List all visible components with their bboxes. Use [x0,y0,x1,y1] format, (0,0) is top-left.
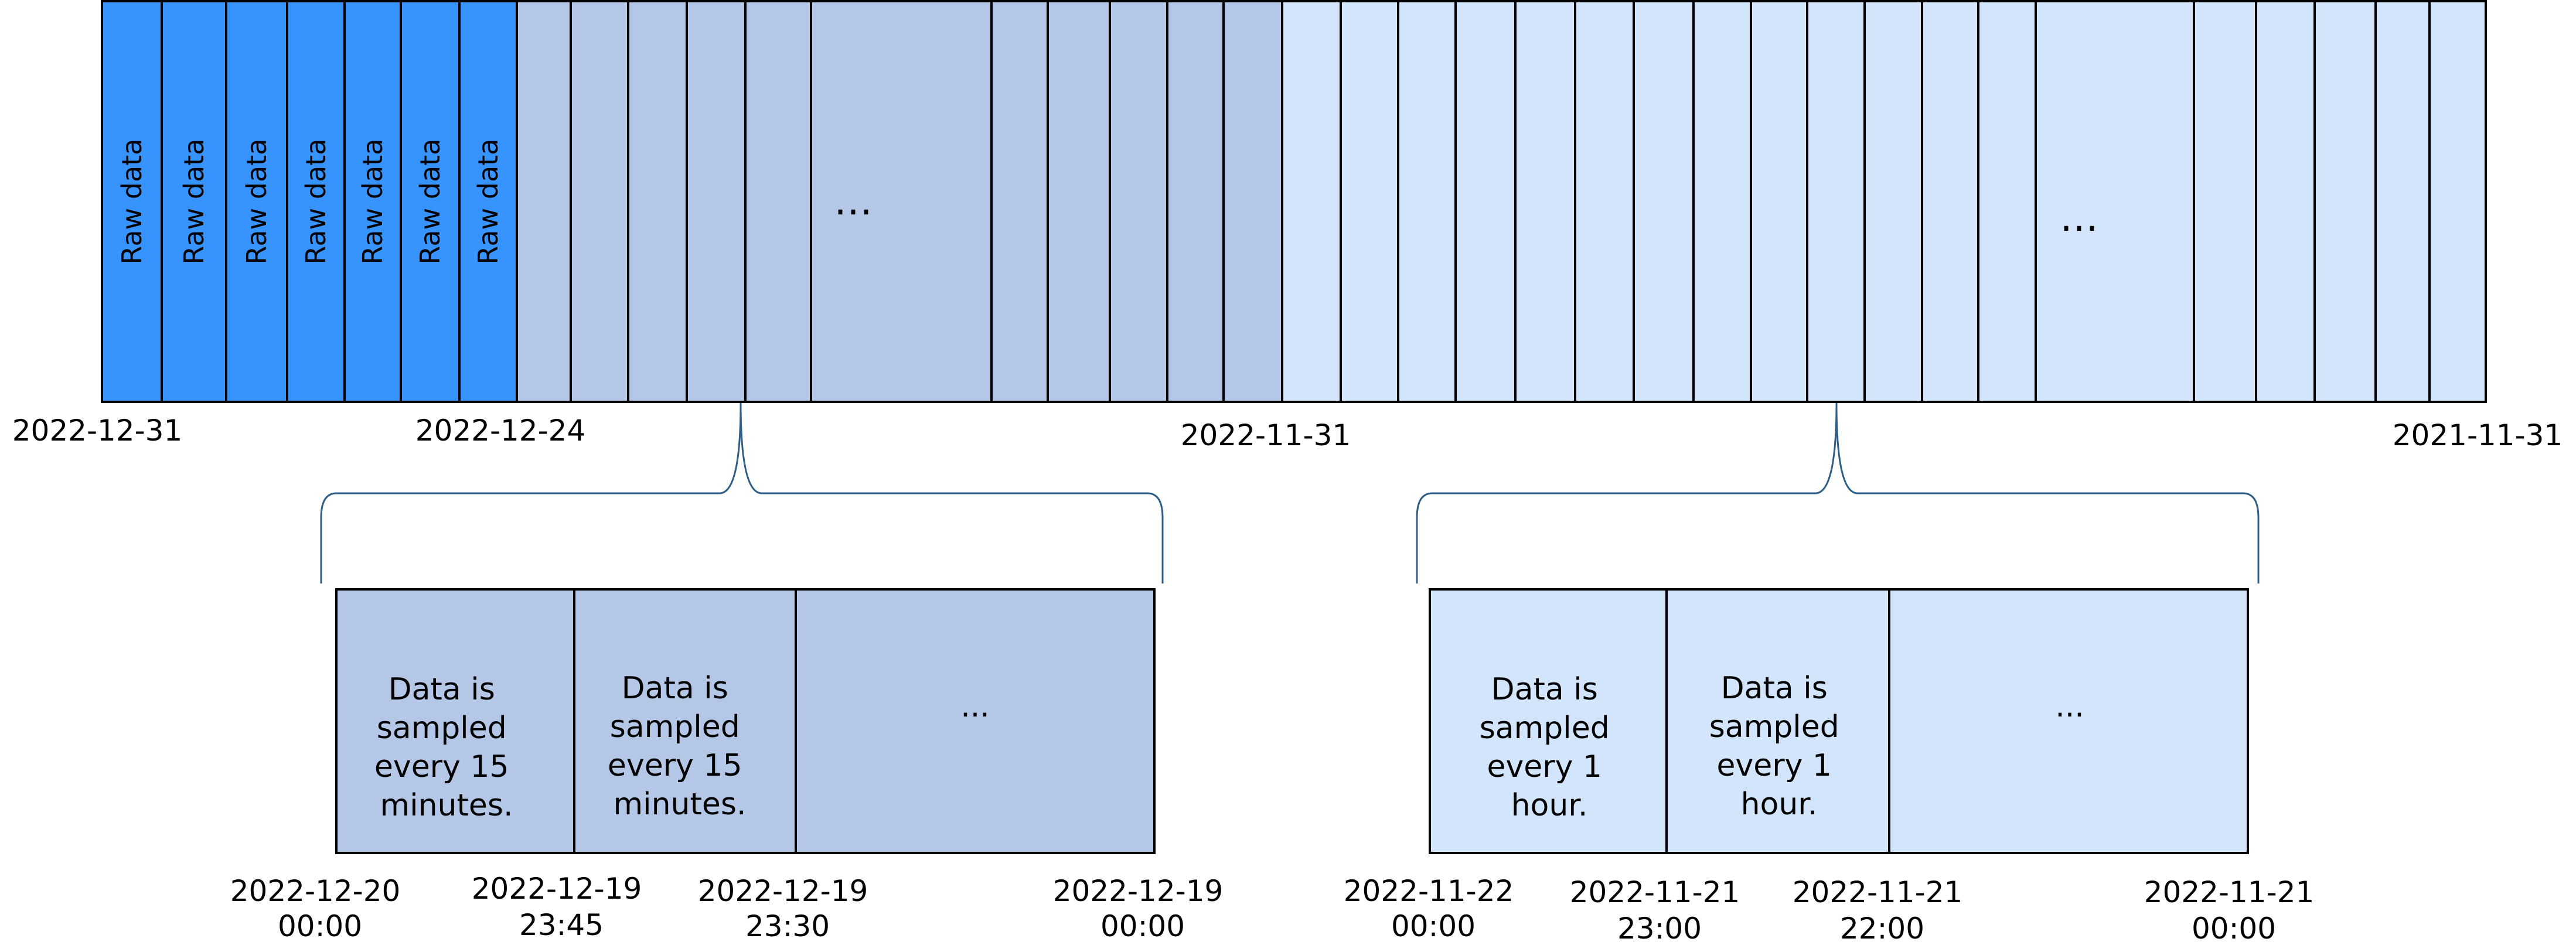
fifteen-minute-cell [1166,0,1225,403]
timeline-dates: 2022-12-31 2022-12-24 2022-11-31 2021-11… [12,414,2563,452]
fifteen-minute-ellipsis-box [795,588,1156,854]
raw-data-label: Raw data [414,139,446,265]
one-hour-sample-box [1429,588,1668,854]
one-hour-segment [1281,0,2487,403]
one-hour-cell [1281,0,1342,403]
fifteen-minute-tick-label: 2022-12-19 00:00 [1053,874,1232,943]
one-hour-cell [1806,0,1866,403]
raw-data-label: Raw data [472,139,504,265]
timeline-date-raw-end: 2022-12-24 [415,414,586,448]
fifteen-minute-cell [990,0,1049,403]
one-hour-tick-label: 2022-11-21 23:00 [1570,875,1749,946]
one-hour-box-ellipsis: ··· [2055,698,2084,733]
one-hour-ellipsis-cell [2035,0,2195,403]
one-hour-sample-text: Data is sampled every 1 hour. [1480,672,1620,823]
raw-data-cell [343,0,402,403]
raw-data-label: Raw data [178,139,210,265]
timeline-date-fifteen-minute-end: 2022-11-31 [1181,418,1351,452]
raw-data-label: Raw data [300,139,332,265]
timeline-strip: Raw data Raw data Raw data Raw data Raw … [101,0,2487,403]
fifteen-minute-cell [1222,0,1283,403]
one-hour-cell [2374,0,2431,403]
timeline-date-end: 2021-11-31 [2393,418,2563,452]
fifteen-minute-cell [744,0,812,403]
one-hour-cell [1340,0,1399,403]
fifteen-minute-cell [686,0,747,403]
one-hour-cell [2313,0,2377,403]
one-hour-ellipsis-box [1888,588,2249,854]
one-hour-cell [1574,0,1635,403]
raw-data-cell [225,0,288,403]
one-hour-cell [2428,0,2487,403]
timeline-ellipsis-one-hour: … [2060,195,2098,240]
one-hour-cell [1514,0,1576,403]
one-hour-cell [1750,0,1808,403]
one-hour-cell [1921,0,1979,403]
fifteen-minute-cell [1047,0,1111,403]
one-hour-cell [2193,0,2257,403]
one-hour-cell [1692,0,1752,403]
raw-data-label: Raw data [357,139,389,265]
fifteen-minute-cell [516,0,572,403]
one-hour-tick-label: 2022-11-22 00:00 [1344,874,1523,943]
one-hour-cell [1633,0,1695,403]
fifteen-minute-box-ellipsis: ··· [960,698,990,733]
fifteen-minute-sample-text: Data is sampled every 15 minutes. [608,671,752,822]
raw-data-segment [101,0,518,403]
one-hour-tick-label: 2022-11-21 22:00 [1793,875,1972,946]
raw-data-cell [161,0,227,403]
one-hour-sample-box [1665,588,1890,854]
detail-one-hour: Data is sampled every 1 hour. Data is sa… [1429,588,2249,854]
detail-fifteen-minute: Data is sampled every 15 minutes. Data i… [335,588,1156,854]
one-hour-cell [1454,0,1517,403]
fifteen-minute-cell [1109,0,1168,403]
one-hour-cell [1977,0,2037,403]
raw-data-cell [101,0,163,403]
one-hour-sample-text: Data is sampled every 1 hour. [1709,671,1849,822]
raw-data-label: Raw data [241,139,272,265]
zoom-brace-fifteen-minute [320,402,1164,584]
timeline-ellipsis-fifteen-minute: … [834,179,873,224]
fifteen-minute-tick-labels: 2022-12-20 00:00 2022-12-19 23:45 2022-1… [230,872,1232,943]
one-hour-tick-label: 2022-11-21 00:00 [2144,875,2323,946]
fifteen-minute-cell [570,0,629,403]
raw-data-cell [400,0,461,403]
one-hour-tick-labels: 2022-11-22 00:00 2022-11-21 23:00 2022-1… [1344,874,2323,946]
timeline-date-start: 2022-12-31 [12,414,183,448]
raw-data-cell [458,0,518,403]
fifteen-minute-tick-label: 2022-12-19 23:30 [698,874,877,943]
fifteen-minute-segment [516,0,1283,403]
fifteen-minute-tick-label: 2022-12-19 23:45 [472,872,651,942]
one-hour-cell [1863,0,1923,403]
one-hour-cell [1397,0,1457,403]
fifteen-minute-sample-box [573,588,797,854]
raw-data-labels: Raw data Raw data Raw data Raw data Raw … [116,139,504,265]
raw-data-label: Raw data [116,139,148,265]
fifteen-minute-cell [627,0,688,403]
zoom-brace-one-hour [1416,402,2260,584]
one-hour-cell [2255,0,2316,403]
fifteen-minute-tick-label: 2022-12-20 00:00 [230,874,410,943]
fifteen-minute-sample-box [335,588,575,854]
fifteen-minute-sample-text: Data is sampled every 15 minutes. [374,672,519,823]
fifteen-minute-ellipsis-cell [810,0,993,403]
